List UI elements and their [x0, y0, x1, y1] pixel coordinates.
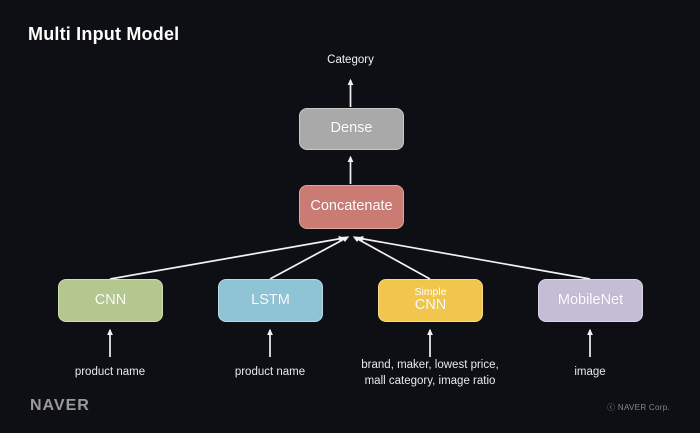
node-cnn: CNN	[58, 279, 163, 322]
node-mobilenet: MobileNet	[538, 279, 643, 322]
input-label-product-name-lstm: product name	[234, 366, 306, 378]
arrow-lstm-to-concatenate	[269, 236, 350, 280]
input-label-structured-line2: mall category, image ratio	[364, 374, 496, 387]
node-dense-label: Dense	[330, 120, 373, 137]
output-category-label: Category	[327, 54, 374, 66]
naver-logo: NAVER	[30, 397, 90, 414]
node-dense: Dense	[299, 108, 404, 150]
node-lstm: LSTM	[218, 279, 323, 322]
arrow-mobilenet-to-concatenate	[356, 235, 591, 280]
arrow-simple-cnn-to-concatenate	[352, 236, 431, 280]
node-mobilenet-label: MobileNet	[557, 291, 624, 308]
node-lstm-label: LSTM	[251, 291, 290, 308]
input-label-image: image	[574, 366, 606, 378]
page-title: Multi Input Model	[28, 24, 180, 44]
node-concatenate: Concatenate	[299, 185, 404, 229]
input-label-product-name-cnn: product name	[74, 366, 146, 378]
input-label-structured-line1: brand, maker, lowest price,	[361, 359, 499, 371]
arrow-cnn-to-concatenate	[109, 235, 346, 280]
copyright-text: ⓒ NAVER Corp.	[607, 403, 670, 412]
node-simple-cnn: Simple CNN	[378, 279, 483, 322]
node-cnn-label: CNN	[94, 291, 127, 308]
node-simple-cnn-label-line2: CNN	[414, 297, 447, 314]
input-label-structured-features: brand, maker, lowest price, mall categor…	[340, 358, 520, 389]
node-concatenate-label: Concatenate	[310, 198, 393, 215]
node-simple-cnn-label-line1: Simple	[414, 285, 447, 298]
